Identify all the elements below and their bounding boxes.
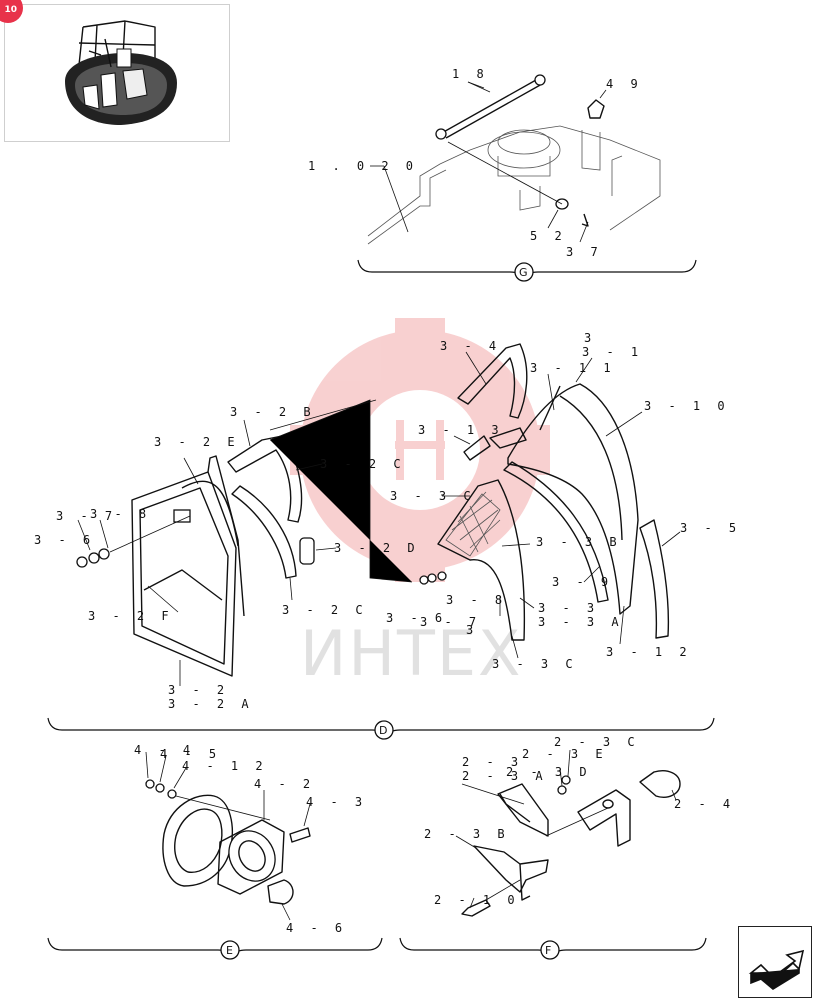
callout-3-3a: 3 - 3 A	[538, 615, 624, 629]
callout-4-6: 4 - 6	[286, 921, 347, 935]
next-page-arrow-icon	[748, 949, 805, 990]
callout-4-5: 4 - 5	[160, 747, 221, 761]
callout-3-mid: 3	[466, 623, 478, 637]
callout-3-1: 3 - 1	[582, 345, 643, 359]
callout-3-11: 3 - 1 1	[530, 361, 616, 375]
callout-3-9: 3 - 9	[552, 575, 613, 589]
section-f-assembly	[399, 749, 707, 960]
callout-3-8-left: 3 - 8	[90, 507, 151, 521]
callout-3-3: 3 - 3	[538, 601, 599, 615]
callout-3-7-left: 3 - 7	[56, 509, 117, 523]
section-f-label: F	[545, 944, 551, 957]
page-badge: 10	[0, 0, 23, 23]
callout-2-3e: 2 - 3 E	[522, 747, 608, 761]
callout-3-6-mid: 3 - 6	[386, 611, 447, 625]
callout-3-13: 3 - 1 3	[418, 423, 504, 437]
callout-4-4: 4 - 4	[134, 743, 195, 757]
callout-2-4: 2 - 4	[674, 797, 735, 811]
callout-3-2e: 3 - 2 E	[154, 435, 240, 449]
callout-3-12: 3 - 1 2	[606, 645, 692, 659]
callout-2-3d: 2 - 3 D	[506, 765, 592, 779]
callout-3-2c-top: 3 - 2 C	[320, 457, 406, 471]
watermark-text: ИНТЕХ	[300, 617, 523, 690]
section-d-assembly	[47, 343, 715, 740]
section-g-assembly	[357, 74, 697, 282]
callout-2-10: 2 - 1 0	[434, 893, 520, 907]
callout-3-8-mid: 3 - 8	[446, 593, 507, 607]
callout-4-2: 4 - 2	[254, 777, 315, 791]
callout-3-2f: 3 - 2 F	[88, 609, 174, 623]
watermark-logo	[290, 318, 550, 582]
callout-37: 3 7	[566, 245, 603, 259]
callout-3-2a: 3 - 2 A	[168, 697, 254, 711]
next-page-button[interactable]	[738, 926, 812, 998]
callout-3-2c-bottom: 3 - 2 C	[282, 603, 368, 617]
callout-49: 4 9	[606, 77, 643, 91]
callout-2-3a: 2 - 3 A	[462, 769, 548, 783]
section-e-assembly	[47, 751, 383, 960]
callout-3-2b: 3 - 2 B	[230, 405, 316, 419]
callout-3-7-mid: 3 - 7	[420, 615, 481, 629]
callout-3-2: 3 - 2	[168, 683, 229, 697]
callout-3-3c-bottom: 3 - 3 C	[492, 657, 578, 671]
callout-3-2d: 3 - 2 D	[334, 541, 420, 555]
callout-3-4: 3 - 4	[440, 339, 501, 353]
section-e-label: E	[226, 944, 233, 957]
callout-3-3c-top: 3 - 3 C	[390, 489, 476, 503]
section-d-label: D	[379, 724, 387, 737]
callout-2-3b: 2 - 3 B	[424, 827, 510, 841]
machine-thumbnail[interactable]: 10	[0, 0, 230, 142]
callout-3-6-left: 3 - 6	[34, 533, 95, 547]
callout-3-5: 3 - 5	[680, 521, 741, 535]
callout-4-12: 4 - 1 2	[182, 759, 268, 773]
callout-3: 3	[584, 331, 596, 345]
callout-1-020: 1 . 0 2 0	[308, 159, 418, 173]
callout-52: 5 2	[530, 229, 567, 243]
section-g-label: G	[519, 266, 528, 279]
callout-4-3: 4 - 3	[306, 795, 367, 809]
callout-2-3: 2 - 3	[462, 755, 523, 769]
callout-3-10: 3 - 1 0	[644, 399, 730, 413]
callout-3-3b: 3 - 3 B	[536, 535, 622, 549]
callout-2-3c: 2 - 3 C	[554, 735, 640, 749]
callout-18: 1 8	[452, 67, 489, 81]
page-badge-text: 10	[4, 5, 17, 15]
excavator-cab-thumbnail-icon	[65, 20, 177, 125]
callout-labels: 1 8 4 9 1 . 0 2 0 5 2 3 7 3 3 - 1 3 - 4 …	[34, 67, 741, 935]
